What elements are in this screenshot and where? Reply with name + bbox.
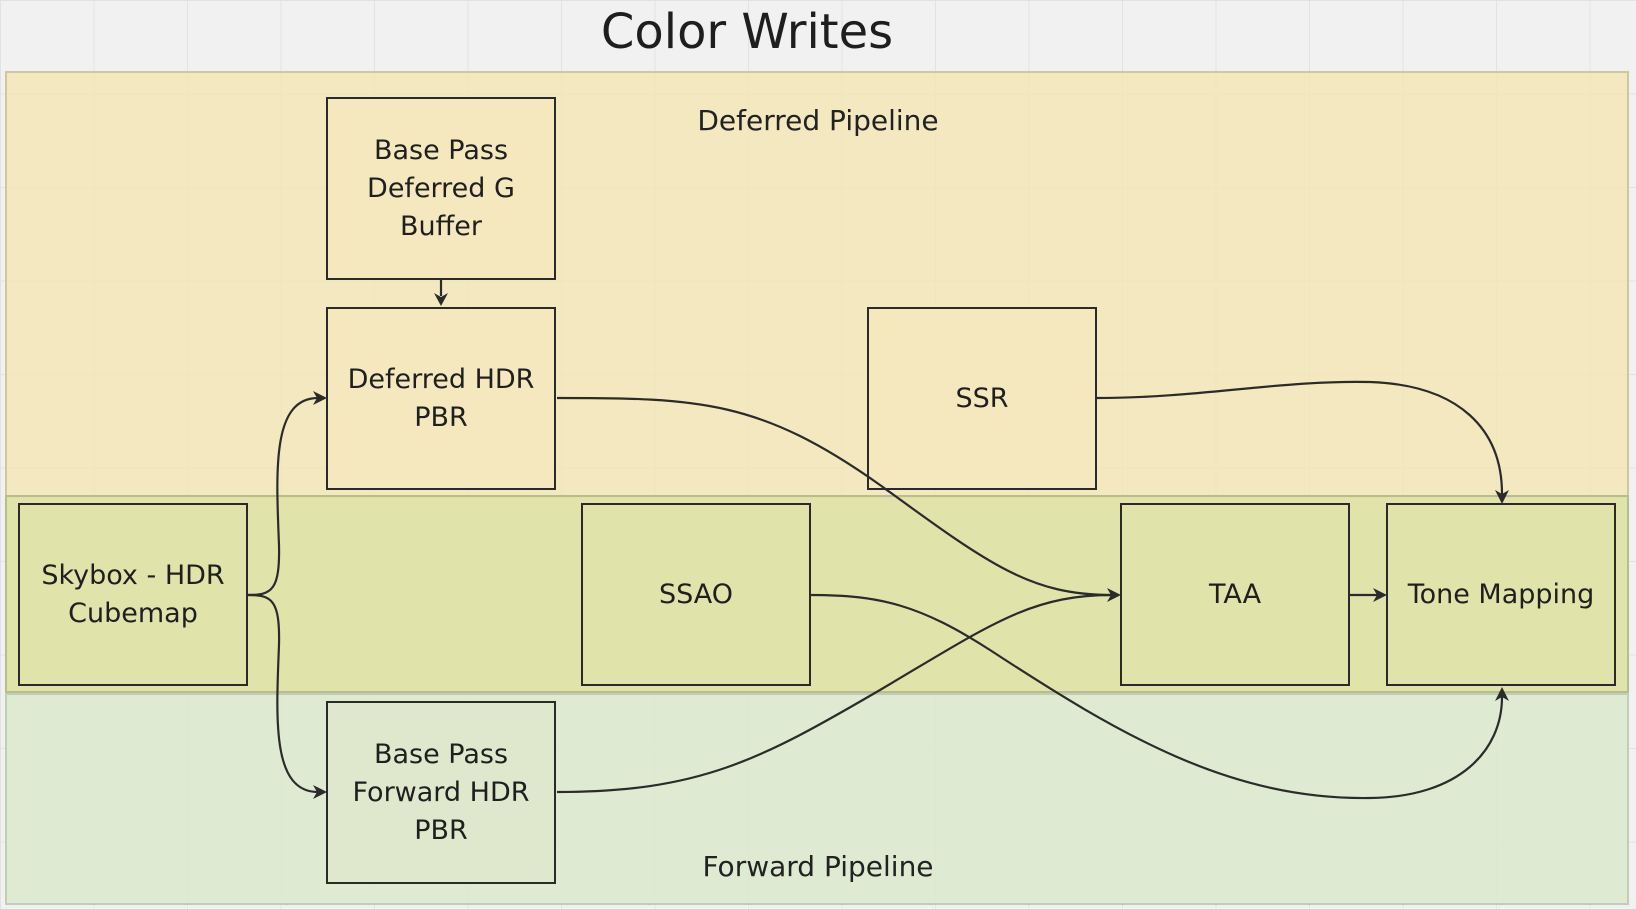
- node-skybox-hdr-cubemap[interactable]: Skybox - HDR Cubemap: [18, 503, 248, 686]
- node-ssr-label: SSR: [955, 382, 1009, 414]
- node-base-pass-forward-hdr-pbr[interactable]: Base Pass Forward HDR PBR: [326, 701, 556, 884]
- node-base-pass-deferred-g-buffer-label: Base Pass Deferred G Buffer: [367, 134, 515, 242]
- node-ssr[interactable]: SSR: [867, 307, 1097, 490]
- node-base-pass-deferred-g-buffer[interactable]: Base Pass Deferred G Buffer: [326, 97, 556, 280]
- forward-pipeline-label: Forward Pipeline: [702, 850, 934, 883]
- node-ssao-label: SSAO: [658, 578, 734, 610]
- node-taa[interactable]: TAA: [1120, 503, 1350, 686]
- deferred-pipeline-label: Deferred Pipeline: [697, 104, 939, 137]
- node-base-pass-forward-hdr-pbr-label: Base Pass Forward HDR PBR: [352, 738, 530, 846]
- diagram-title: Color Writes: [600, 4, 894, 60]
- node-ssao[interactable]: SSAO: [581, 503, 811, 686]
- node-tone-mapping[interactable]: Tone Mapping: [1386, 503, 1616, 686]
- node-deferred-hdr-pbr[interactable]: Deferred HDR PBR: [326, 307, 556, 490]
- node-deferred-hdr-pbr-label: Deferred HDR PBR: [347, 363, 535, 433]
- node-taa-label: TAA: [1208, 578, 1262, 610]
- node-skybox-hdr-cubemap-label: Skybox - HDR Cubemap: [41, 559, 225, 629]
- node-tone-mapping-label: Tone Mapping: [1407, 578, 1595, 610]
